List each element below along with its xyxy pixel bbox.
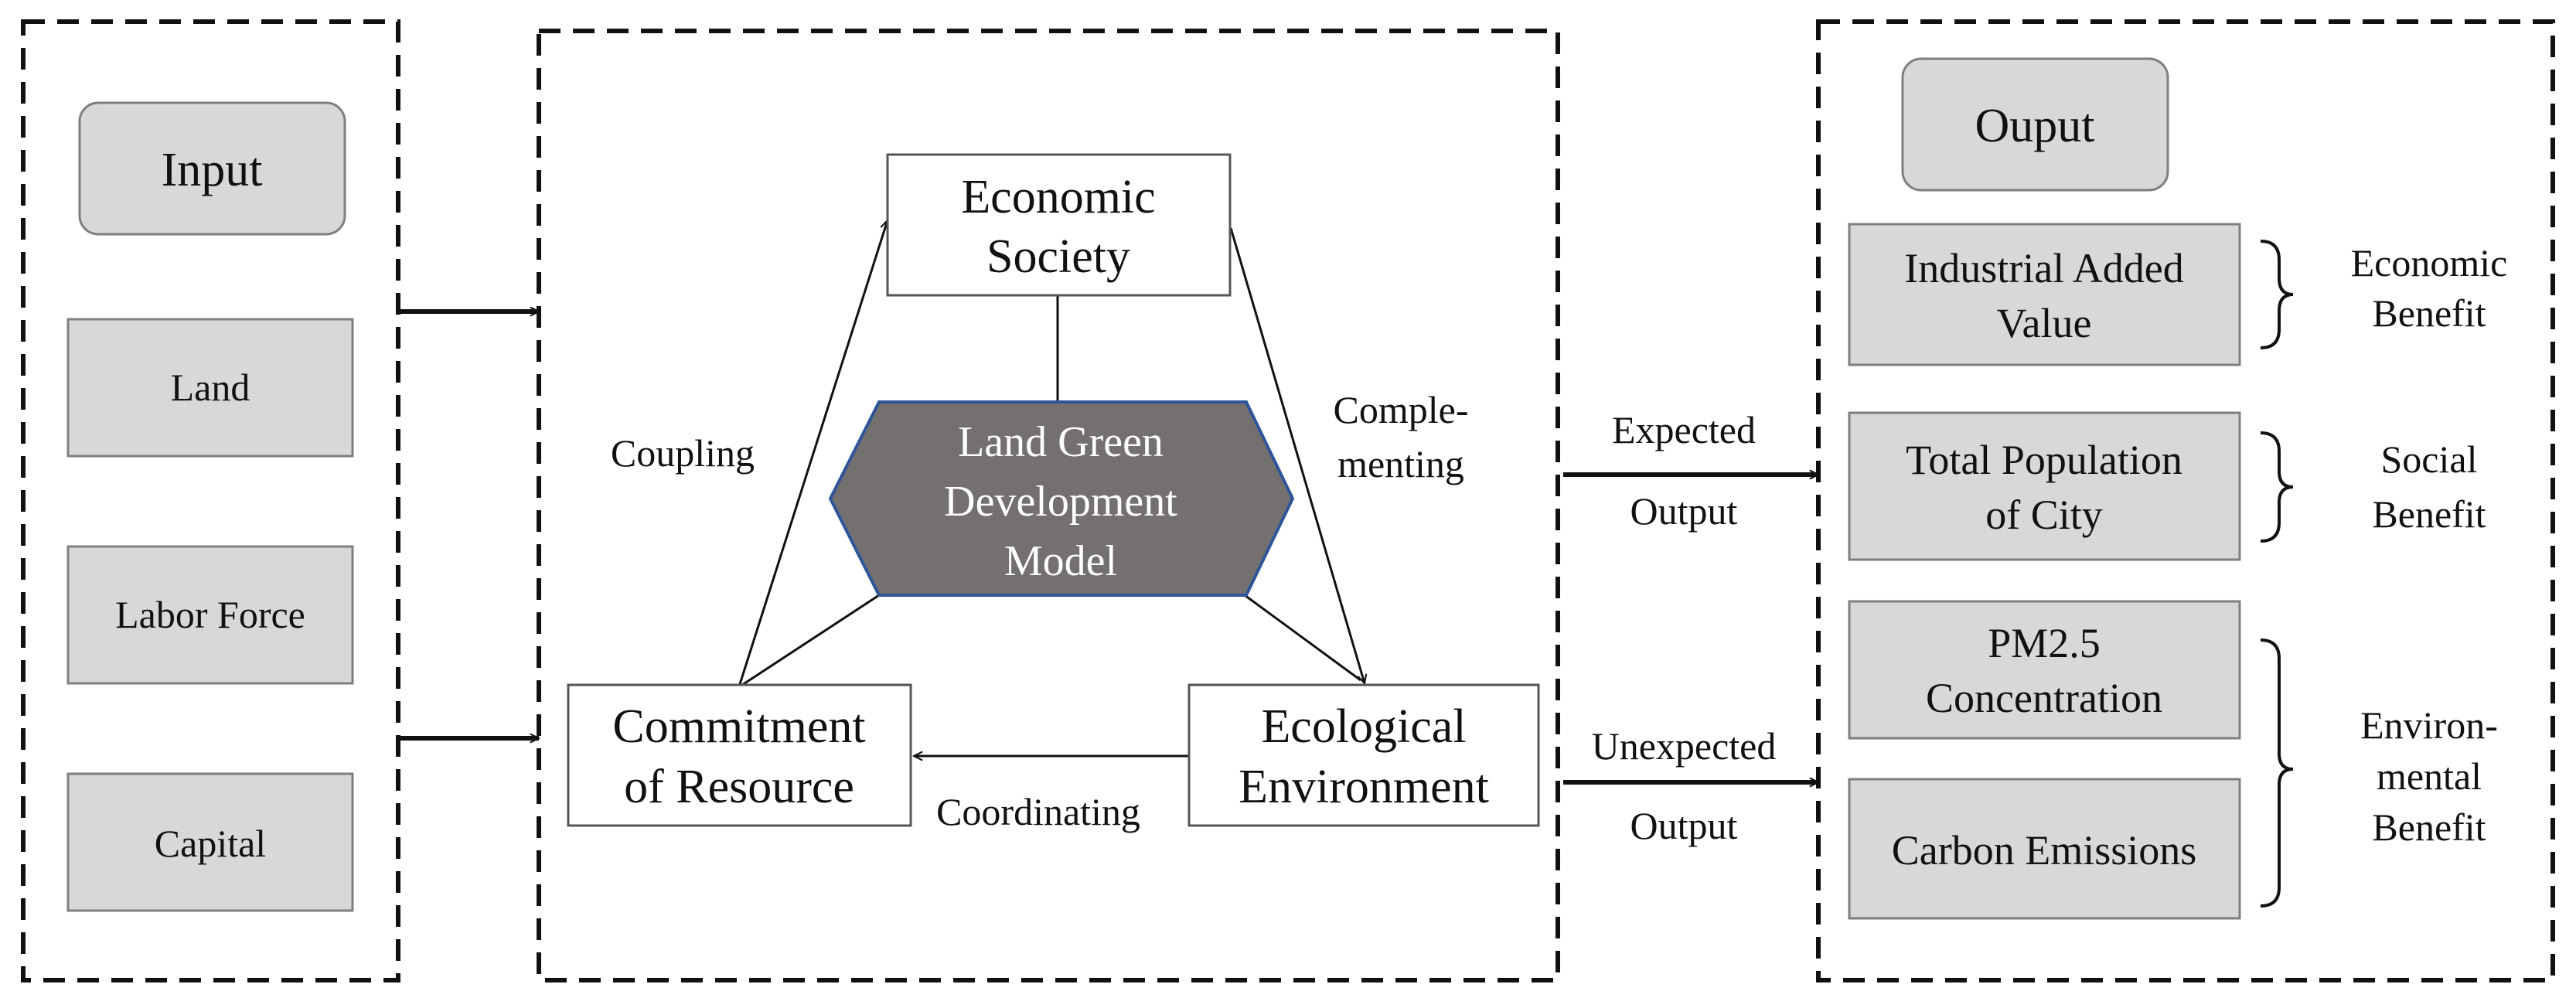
social-benefit-line2: Benefit xyxy=(2372,492,2486,536)
land-green-development-model-node: Land Green Development Model xyxy=(828,400,1295,597)
expected-output-label-line2: Output xyxy=(1630,489,1738,533)
industrial-added-value-line1: Industrial Added xyxy=(1904,245,2183,291)
input-labor-force-label: Labor Force xyxy=(115,593,305,636)
complementing-label-line2: menting xyxy=(1337,442,1464,485)
environmental-benefit-line3: Benefit xyxy=(2372,805,2486,849)
coupling-arrow xyxy=(738,220,888,685)
ecological-line2: Environment xyxy=(1239,761,1489,813)
output-pm25-box: PM2.5 Concentration xyxy=(1848,600,2241,740)
economic-society-node: Economic Society xyxy=(886,153,1232,297)
environmental-benefit-brace xyxy=(2260,639,2294,908)
economic-benefit-line2: Benefit xyxy=(2372,291,2486,335)
commitment-line1: Commitment xyxy=(612,700,865,753)
input-capital-label: Capital xyxy=(155,822,266,865)
input-header: Input xyxy=(78,101,346,236)
connector-model-to-ecological xyxy=(1244,594,1361,682)
unexpected-output-label-line1: Unexpected xyxy=(1592,724,1777,768)
industrial-added-value-line2: Value xyxy=(1997,300,2092,346)
social-benefit-line1: Social xyxy=(2381,438,2478,481)
complementing-label-line1: Comple- xyxy=(1334,388,1469,431)
input-labor-force-box: Labor Force xyxy=(66,545,354,685)
commitment-line2: of Resource xyxy=(624,761,854,813)
pm25-line1: PM2.5 xyxy=(1988,620,2101,666)
economic-benefit-line1: Economic xyxy=(2351,241,2508,284)
carbon-emissions-label: Carbon Emissions xyxy=(1892,827,2197,873)
coordinating-label: Coordinating xyxy=(936,790,1140,833)
ecological-line1: Ecological xyxy=(1261,700,1466,753)
pm25-line2: Concentration xyxy=(1926,675,2162,721)
environmental-benefit-line2: mental xyxy=(2377,754,2482,798)
environmental-benefit-line1: Environ- xyxy=(2360,703,2498,747)
model-center-line1: Land Green xyxy=(958,418,1164,466)
input-header-label: Input xyxy=(162,144,263,196)
input-panel xyxy=(21,19,400,982)
complementing-arrow xyxy=(1229,227,1365,683)
expected-output-label-line1: Expected xyxy=(1612,408,1756,451)
output-header-label: Ouput xyxy=(1975,100,2095,152)
input-land-label: Land xyxy=(171,366,250,409)
output-header: Ouput xyxy=(1901,57,2169,192)
social-benefit-brace xyxy=(2260,431,2294,543)
input-land-box: Land xyxy=(66,318,354,458)
output-total-population-box: Total Population of City xyxy=(1848,411,2241,561)
unexpected-output-label-line2: Output xyxy=(1630,804,1738,847)
output-industrial-added-value-box: Industrial Added Value xyxy=(1848,223,2241,366)
input-capital-box: Capital xyxy=(66,772,354,912)
commitment-of-resource-node: Commitment of Resource xyxy=(567,683,912,827)
economic-society-line1: Economic xyxy=(961,171,1155,223)
total-population-line2: of City xyxy=(1985,492,2103,538)
output-carbon-emissions-box: Carbon Emissions xyxy=(1848,778,2241,920)
model-center-line2: Development xyxy=(944,478,1177,526)
ecological-environment-node: Ecological Environment xyxy=(1187,683,1540,827)
coupling-label: Coupling xyxy=(611,431,755,475)
output-panel xyxy=(1816,19,2555,982)
total-population-line1: Total Population xyxy=(1906,437,2182,483)
economic-society-line2: Society xyxy=(986,230,1130,283)
model-center-line3: Model xyxy=(1004,537,1117,585)
economic-benefit-brace xyxy=(2260,240,2294,349)
connector-model-to-commitment xyxy=(739,594,880,688)
